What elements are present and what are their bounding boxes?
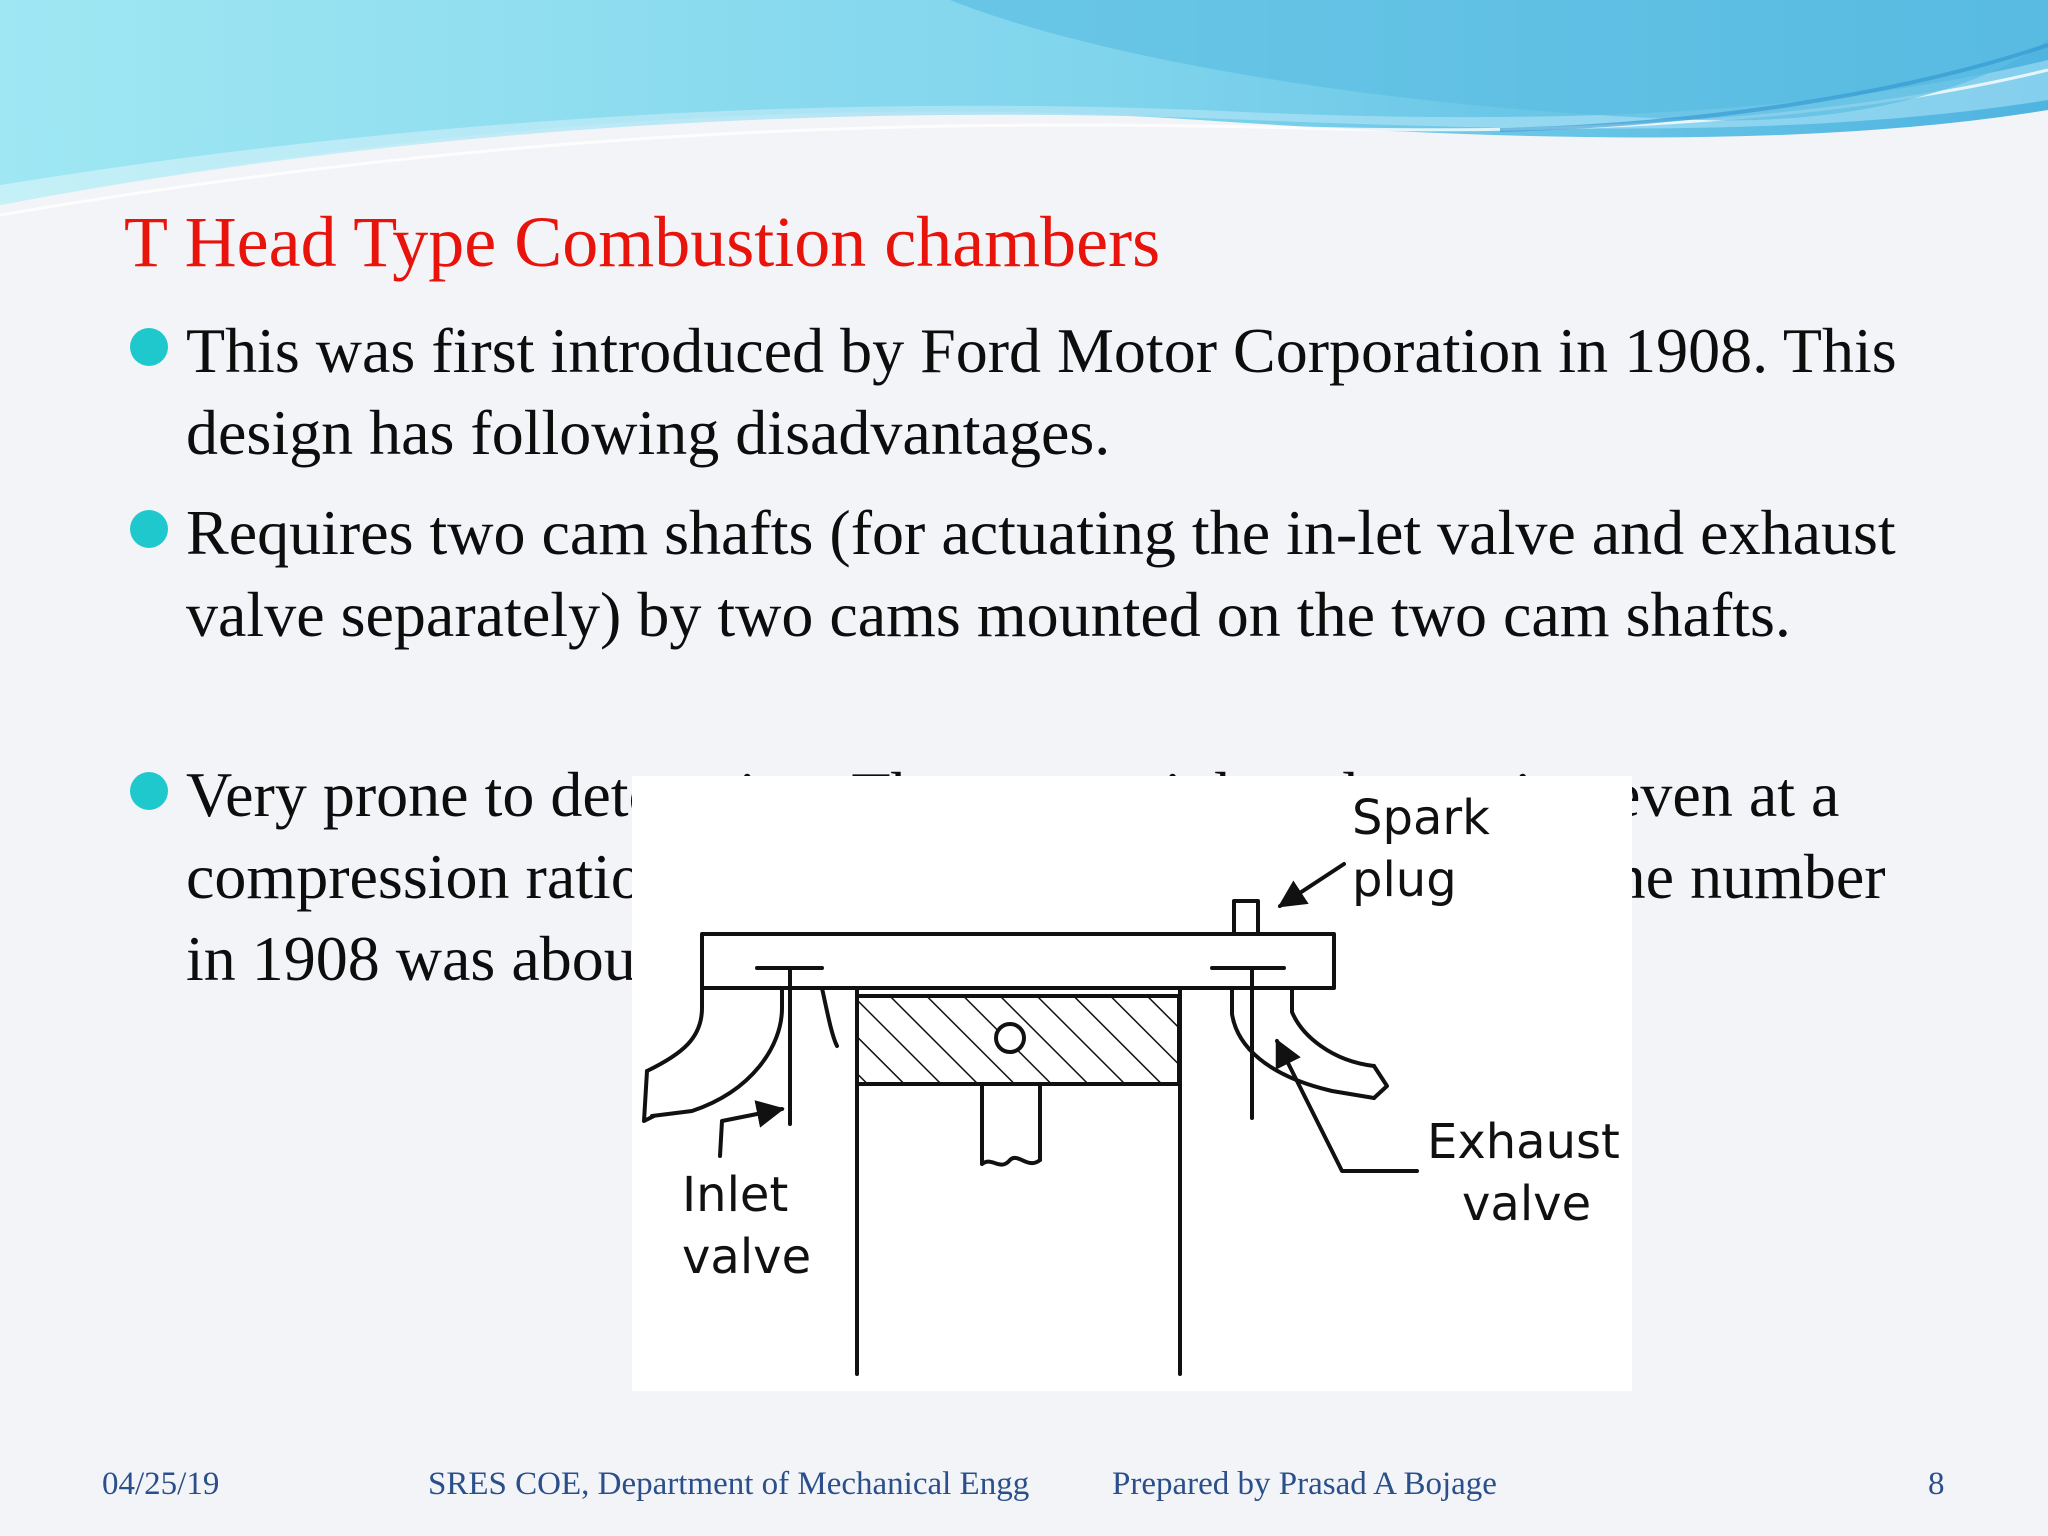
exhaust-valve-label-line1: Exhaust: [1427, 1114, 1620, 1170]
bullet-dot-icon: [130, 510, 168, 548]
footer-author: Prepared by Prasad A Bojage: [1112, 1466, 1497, 1502]
inlet-valve-label-line1: Inlet: [682, 1167, 788, 1223]
bullet-text: Requires two cam shafts (for actuating t…: [186, 497, 1896, 650]
slide-title: T Head Type Combustion chambers: [124, 202, 1161, 282]
t-head-combustion-chamber-diagram: Spark plug Inlet valve Exhaust valve: [632, 776, 1632, 1391]
bullet-dot-icon: [130, 328, 168, 366]
bullet-dot-icon: [130, 772, 168, 810]
spark-plug-label-line1: Spark: [1352, 790, 1490, 846]
footer-page-number: 8: [1928, 1466, 1945, 1502]
bullet-text: This was first introduced by Ford Motor …: [186, 315, 1897, 468]
spark-plug-label-line2: plug: [1352, 852, 1457, 908]
footer-date: 04/25/19: [102, 1466, 220, 1502]
inlet-valve-label-line2: valve: [682, 1229, 811, 1285]
header-wave-decoration: [0, 0, 2048, 217]
exhaust-valve-label-line2: valve: [1462, 1176, 1591, 1232]
footer-department: SRES COE, Department of Mechanical Engg: [428, 1466, 1030, 1502]
